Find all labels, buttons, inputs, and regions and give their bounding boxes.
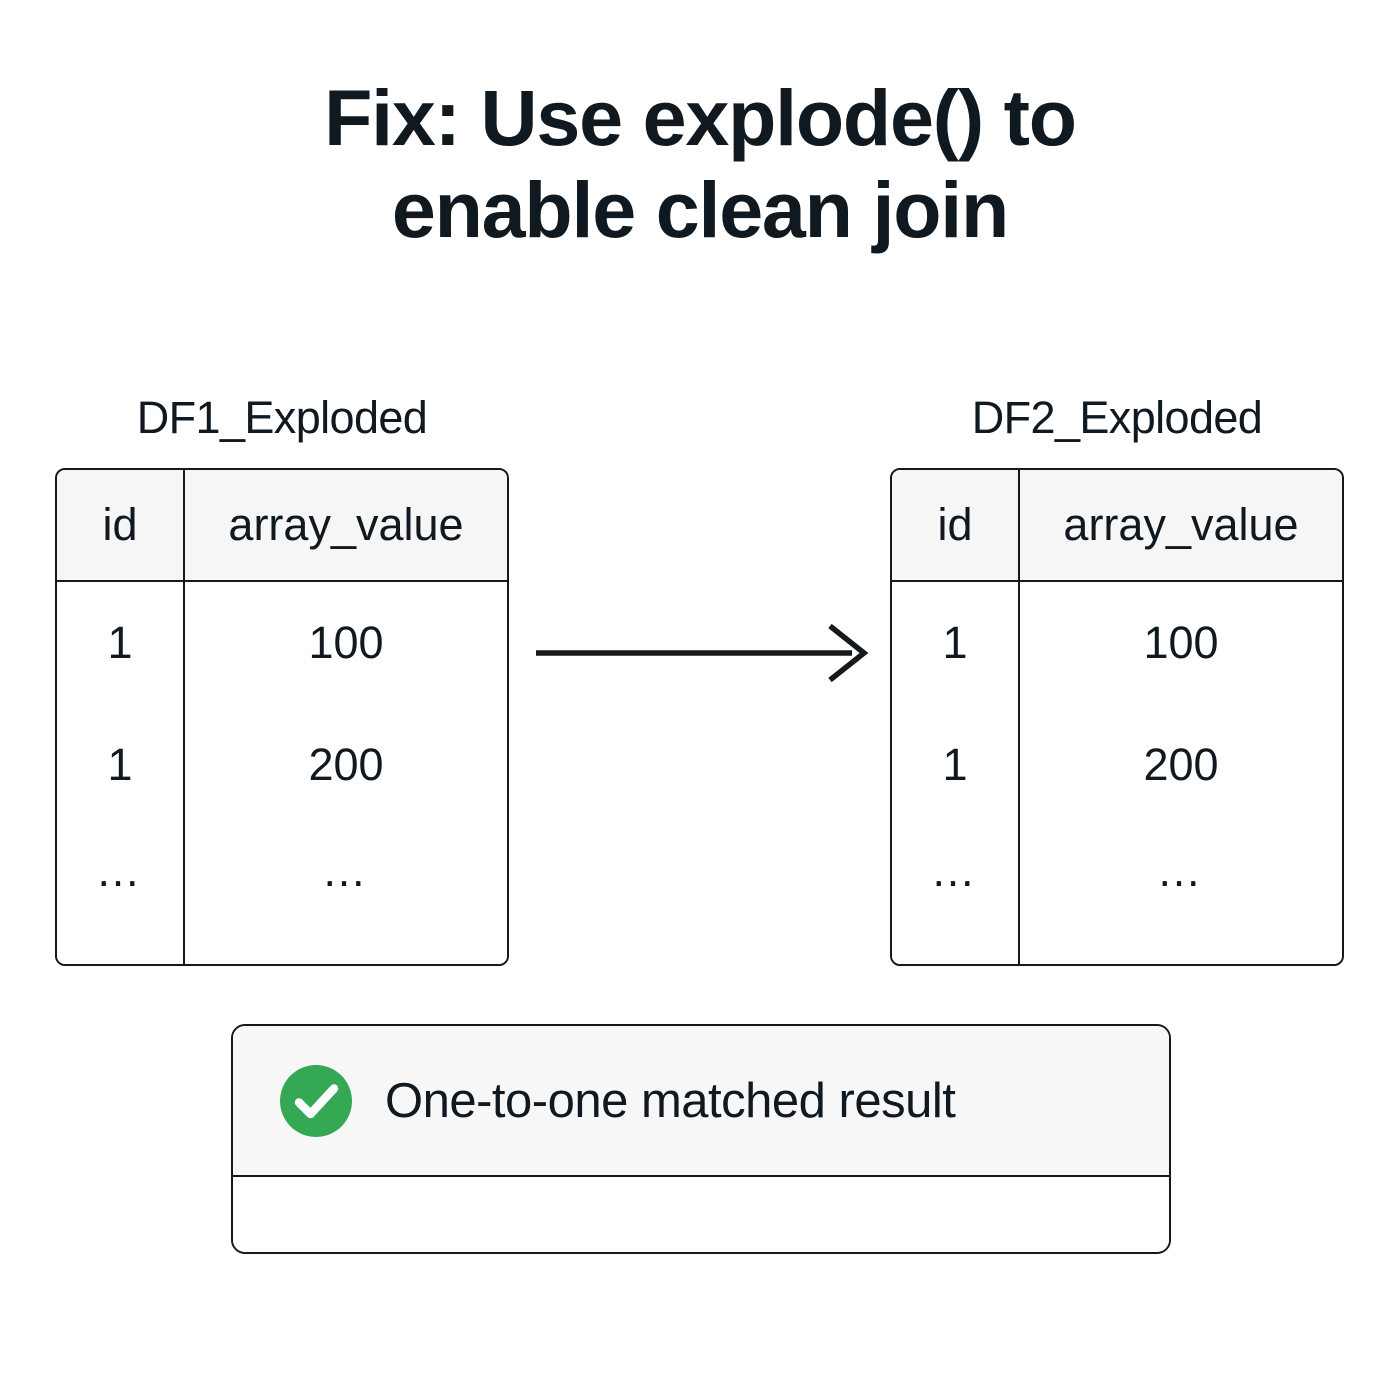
df1-cell-value-0: 100 — [308, 617, 384, 668]
df2-table-caption: DF2_Exploded — [971, 392, 1263, 443]
df1-table-header-row: id array_value — [57, 470, 507, 582]
df2-cell-id-0: 1 — [892, 582, 1020, 704]
df1-table-bottom-padding — [57, 916, 507, 964]
df2-spacer-value — [1020, 916, 1342, 964]
df2-table-header-row: id array_value — [892, 470, 1342, 582]
df2-table: id array_value 1 100 1 200 … … — [890, 468, 1344, 966]
df2-cell-id-2: … — [892, 826, 1020, 916]
df2-column-header-id: id — [892, 470, 1020, 580]
df2-cell-value-0: 100 — [1143, 617, 1219, 668]
table-row: 1 100 — [57, 582, 507, 704]
df1-spacer-value — [185, 916, 507, 964]
df1-table: id array_value 1 100 1 200 … … — [55, 468, 509, 966]
result-card-footer — [233, 1177, 1169, 1251]
page-title-line-1: Fix: Use explode() to — [324, 73, 1077, 162]
arrow-right-icon — [536, 623, 869, 683]
df2-column-header-array-value: array_value — [1063, 499, 1299, 550]
df1-table-block: DF1_Exploded id array_value 1 100 1 200 … — [55, 392, 509, 966]
df1-cell-id-1: 1 — [57, 704, 185, 826]
check-circle-icon — [280, 1064, 352, 1137]
df2-spacer-id — [892, 916, 1020, 964]
table-row: 1 100 — [892, 582, 1342, 704]
df1-column-header-array-value: array_value — [228, 499, 464, 550]
df2-cell-id-1: 1 — [892, 704, 1020, 826]
page-title: Fix: Use explode() to enable clean join — [0, 72, 1400, 255]
df1-table-body: 1 100 1 200 … … — [57, 582, 507, 964]
df1-cell-id-2: … — [57, 826, 185, 916]
df2-cell-value-1: 200 — [1143, 739, 1219, 790]
df1-spacer-id — [57, 916, 185, 964]
table-row: … … — [57, 826, 507, 916]
table-row: 1 200 — [892, 704, 1342, 826]
page-title-line-2: enable clean join — [391, 164, 1009, 254]
df1-table-caption: DF1_Exploded — [136, 392, 428, 443]
df1-cell-value-2: … — [321, 844, 371, 896]
df2-table-block: DF2_Exploded id array_value 1 100 1 200 … — [890, 392, 1344, 966]
table-row: 1 200 — [57, 704, 507, 826]
df1-cell-value-1: 200 — [308, 739, 384, 790]
df2-cell-value-2: … — [1156, 844, 1206, 896]
result-card-label: One-to-one matched result — [385, 1073, 956, 1128]
df1-cell-id-0: 1 — [57, 582, 185, 704]
table-row: … … — [892, 826, 1342, 916]
df2-table-bottom-padding — [892, 916, 1342, 964]
df1-column-header-id: id — [57, 470, 185, 580]
result-card: One-to-one matched result — [231, 1024, 1171, 1254]
result-card-header: One-to-one matched result — [233, 1026, 1169, 1177]
df2-table-body: 1 100 1 200 … … — [892, 582, 1342, 964]
